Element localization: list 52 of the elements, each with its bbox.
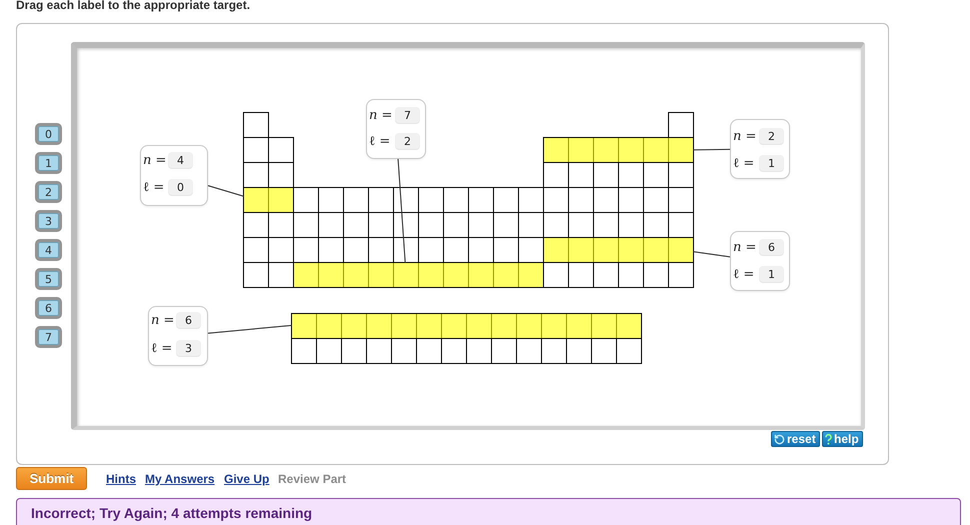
- submit-button: Submit: [16, 467, 87, 490]
- leader-line: [208, 185, 244, 197]
- leader-line: [692, 251, 730, 258]
- equation-label: ℓ =: [369, 133, 390, 150]
- feedback-message: Incorrect; Try Again; 4 attempts remaining: [31, 505, 312, 521]
- equation-label: ℓ =: [733, 266, 754, 283]
- drag-label: 3: [35, 210, 62, 232]
- answer-field: 0: [168, 179, 193, 196]
- highlighted-block: [292, 314, 641, 338]
- answer-field: 6: [759, 239, 784, 256]
- callout-box: [730, 231, 790, 291]
- reset-button: reset: [771, 431, 820, 447]
- callout-box: [366, 99, 426, 159]
- text-link: Hints: [106, 472, 136, 486]
- disabled-link: Review Part: [278, 472, 346, 486]
- drag-label: 1: [35, 152, 62, 174]
- equation-label: n =: [143, 152, 166, 169]
- drag-label: 2: [35, 181, 62, 203]
- answer-field: 6: [176, 312, 201, 329]
- answer-field: 1: [759, 155, 784, 172]
- highlighted-block: [244, 188, 293, 212]
- text-link: Give Up: [224, 472, 270, 486]
- equation-label: n =: [151, 312, 174, 329]
- equation-label: n =: [733, 239, 756, 256]
- equation-label: ℓ =: [143, 179, 164, 196]
- drag-label: 6: [35, 297, 62, 319]
- equation-label: ℓ =: [151, 340, 172, 357]
- callout-box: [140, 145, 208, 206]
- drag-label: 0: [35, 123, 62, 145]
- highlighted-block: [544, 138, 693, 162]
- drag-label: 5: [35, 268, 62, 290]
- answer-field: 2: [759, 128, 784, 145]
- drag-label: 7: [35, 326, 62, 348]
- leader-line: [208, 324, 292, 334]
- equation-label: n =: [733, 128, 756, 145]
- equation-label: ℓ =: [733, 155, 754, 172]
- callout-box: [730, 119, 790, 179]
- answer-field: 4: [168, 152, 193, 169]
- leader-line: [398, 158, 406, 264]
- help-button: help: [822, 431, 863, 447]
- drag-label: 4: [35, 239, 62, 261]
- answer-field: 2: [395, 133, 420, 150]
- equation-label: n =: [369, 107, 392, 124]
- leader-line: [692, 148, 730, 150]
- instruction-text: Drag each label to the appropriate target.: [16, 0, 250, 12]
- answer-field: 7: [395, 107, 420, 124]
- highlighted-block: [294, 263, 543, 287]
- answer-field: 3: [176, 340, 201, 357]
- answer-field: 1: [759, 266, 784, 283]
- highlighted-block: [544, 238, 693, 262]
- text-link: My Answers: [145, 472, 215, 486]
- callout-box: [148, 306, 208, 366]
